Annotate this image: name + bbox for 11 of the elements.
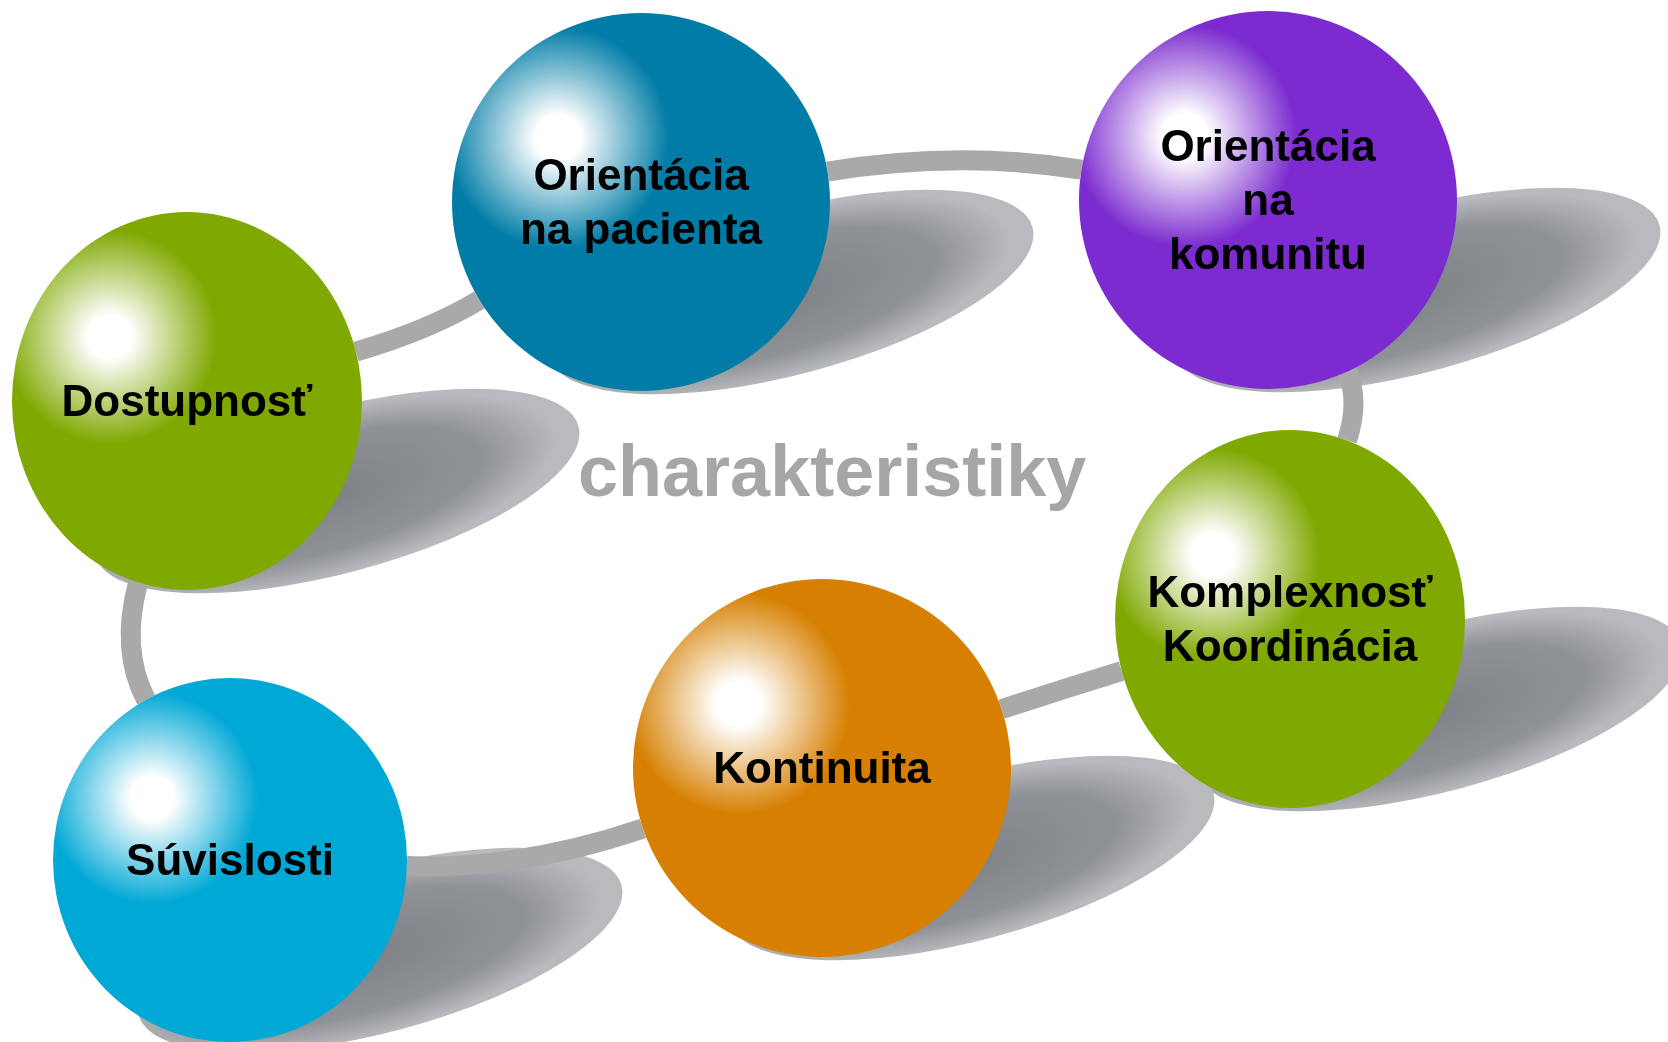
ring-connector (406, 818, 646, 877)
ring-connector (1337, 367, 1364, 444)
ring-connector (120, 580, 156, 705)
ring-connector (998, 661, 1125, 719)
node-label: Súvislosti (126, 834, 334, 887)
node-label: Koordinácia (1162, 620, 1418, 672)
ring-connector (826, 150, 1083, 182)
node-label: Kontinuita (713, 742, 931, 795)
center-title: charakteristiky (578, 430, 1087, 512)
ring-connector (353, 291, 485, 362)
node-label: Dostupnosť (61, 375, 313, 428)
